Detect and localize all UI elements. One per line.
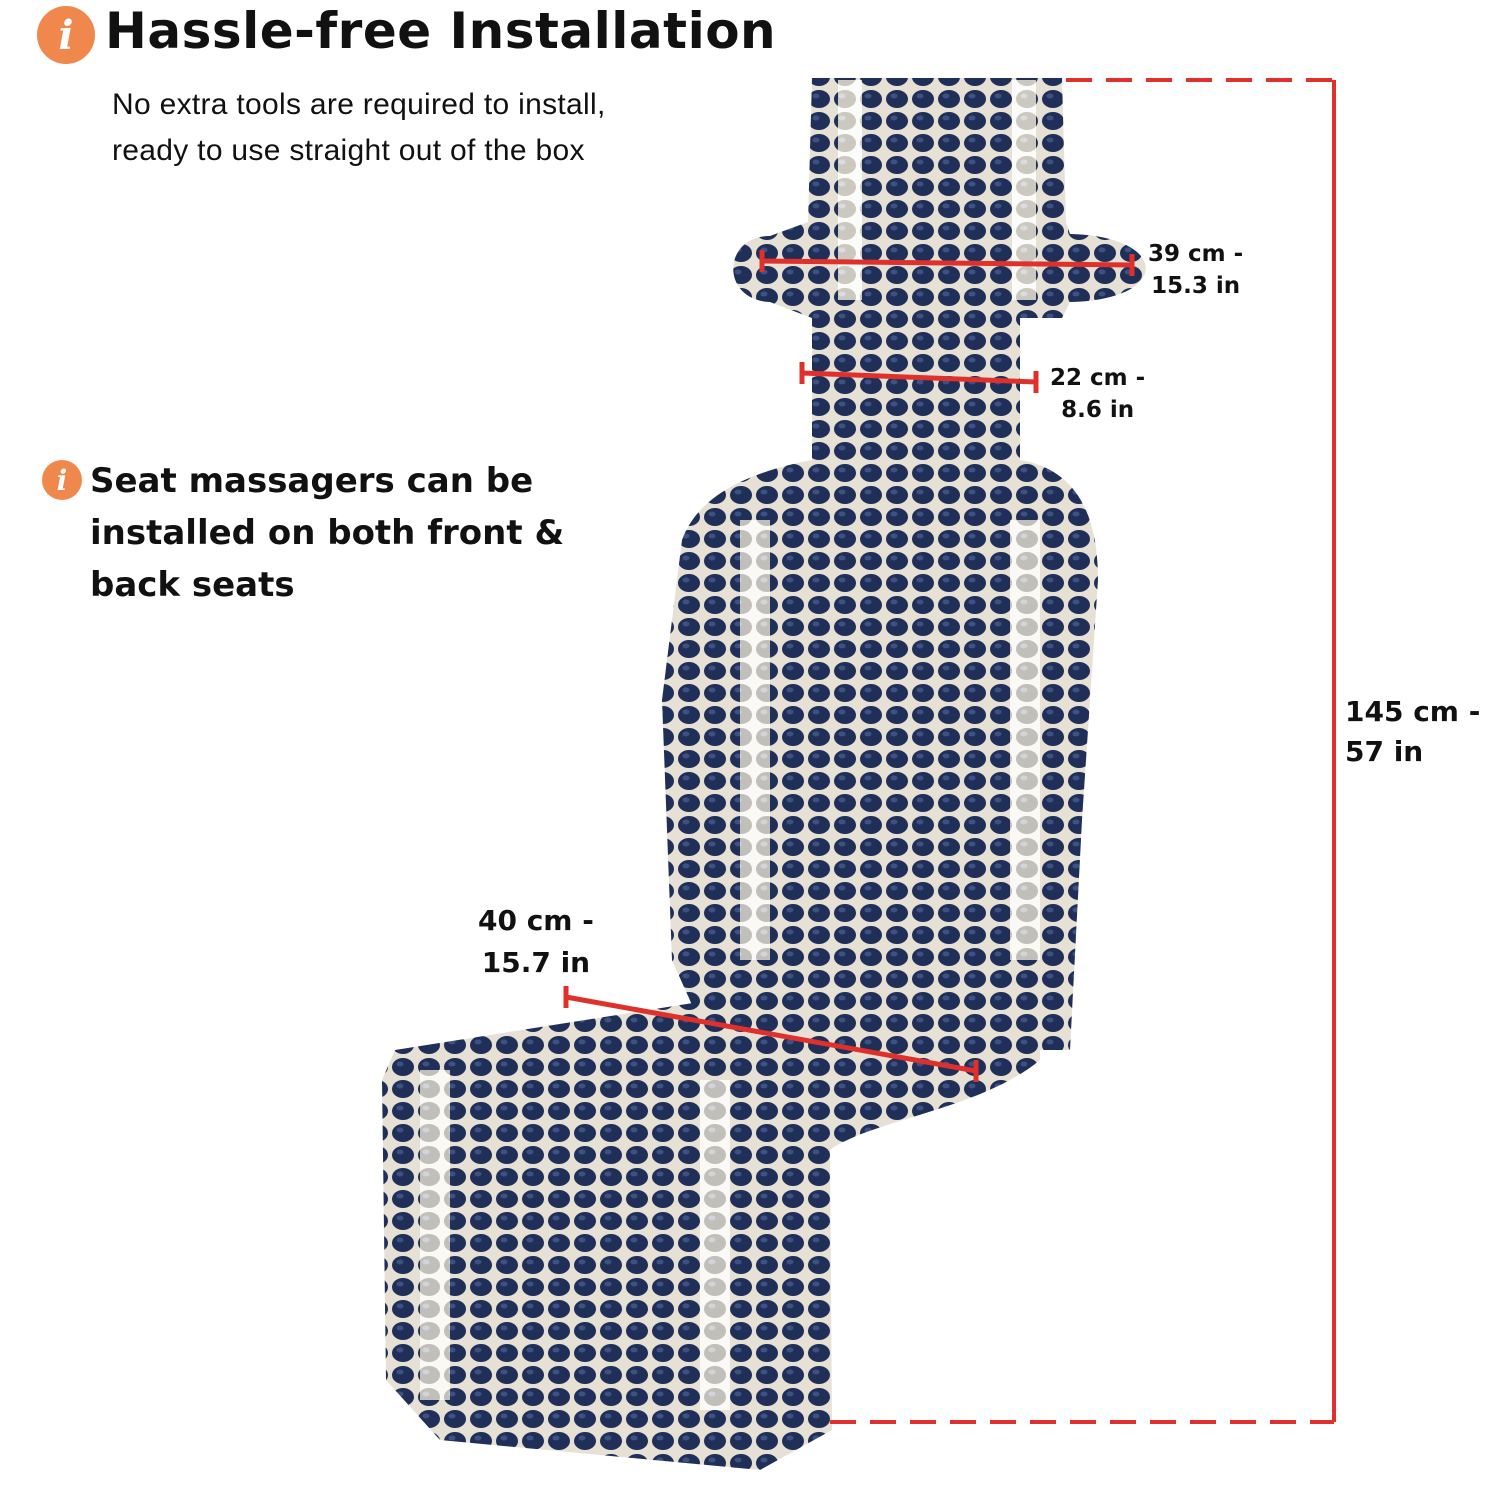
seat-width-label: 40 cm - 15.7 in [478, 900, 594, 984]
headrest-width-in: 15.3 in [1151, 273, 1241, 299]
neck-width-in: 8.6 in [1061, 397, 1135, 423]
page-title: Hassle-free Installation [105, 2, 777, 60]
neck-width-label: 22 cm - 8.6 in [1050, 362, 1145, 426]
height-measure-line [830, 78, 1336, 1424]
seat-compatibility-note: Seat massagers can be installed on both … [90, 461, 565, 605]
headrest-width-cm: 39 cm - [1148, 241, 1244, 267]
neck-width-cm: 22 cm - [1050, 365, 1146, 391]
seat-width-in: 15.7 in [481, 946, 591, 979]
installation-description: No extra tools are required to install, … [112, 88, 606, 167]
backrest [662, 460, 1098, 1050]
total-height-in: 57 in [1345, 735, 1424, 768]
info-circle-icon: i [37, 6, 95, 64]
seat-width-line [563, 986, 979, 1082]
seat-width-cm: 40 cm - [478, 904, 594, 937]
neck-width-line [799, 362, 1039, 393]
total-height-cm: 145 cm - [1345, 695, 1481, 728]
total-height-label: 145 cm - 57 in [1345, 692, 1480, 772]
headrest-width-label: 39 cm - 15.3 in [1148, 238, 1243, 302]
headrest-width-line [759, 250, 1135, 276]
seat-cushion [382, 998, 1040, 1470]
info-circle-icon: i [42, 460, 82, 500]
